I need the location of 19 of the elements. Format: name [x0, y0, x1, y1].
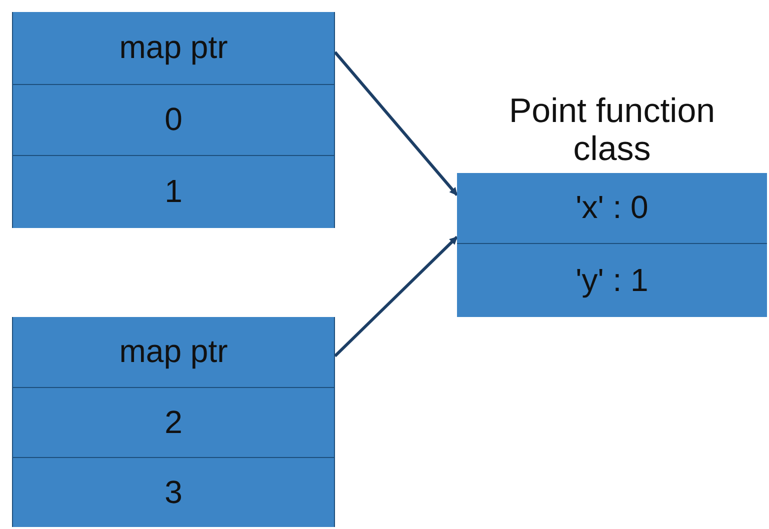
table-box: [12, 12, 335, 228]
cell-text: 0: [164, 101, 182, 138]
table-cell: [457, 172, 767, 244]
table-cell: [13, 458, 334, 526]
cell-text: 'y' : 1: [576, 262, 648, 298]
cell-text: 2: [164, 404, 182, 440]
arrow: [334, 236, 458, 358]
cell-text: 1: [164, 173, 182, 210]
cell-text: map ptr: [119, 29, 228, 66]
cell-text: map ptr: [119, 333, 228, 370]
table-cell: [13, 156, 334, 228]
table-cell: [457, 244, 767, 316]
cell-text: 3: [164, 474, 182, 510]
heading-text: Point function class: [508, 92, 716, 168]
cell-text: 'x' : 0: [576, 189, 648, 226]
arrow: [334, 51, 458, 196]
table-cell: [13, 316, 334, 388]
table-cell: [13, 12, 334, 84]
table-box: [12, 317, 335, 527]
